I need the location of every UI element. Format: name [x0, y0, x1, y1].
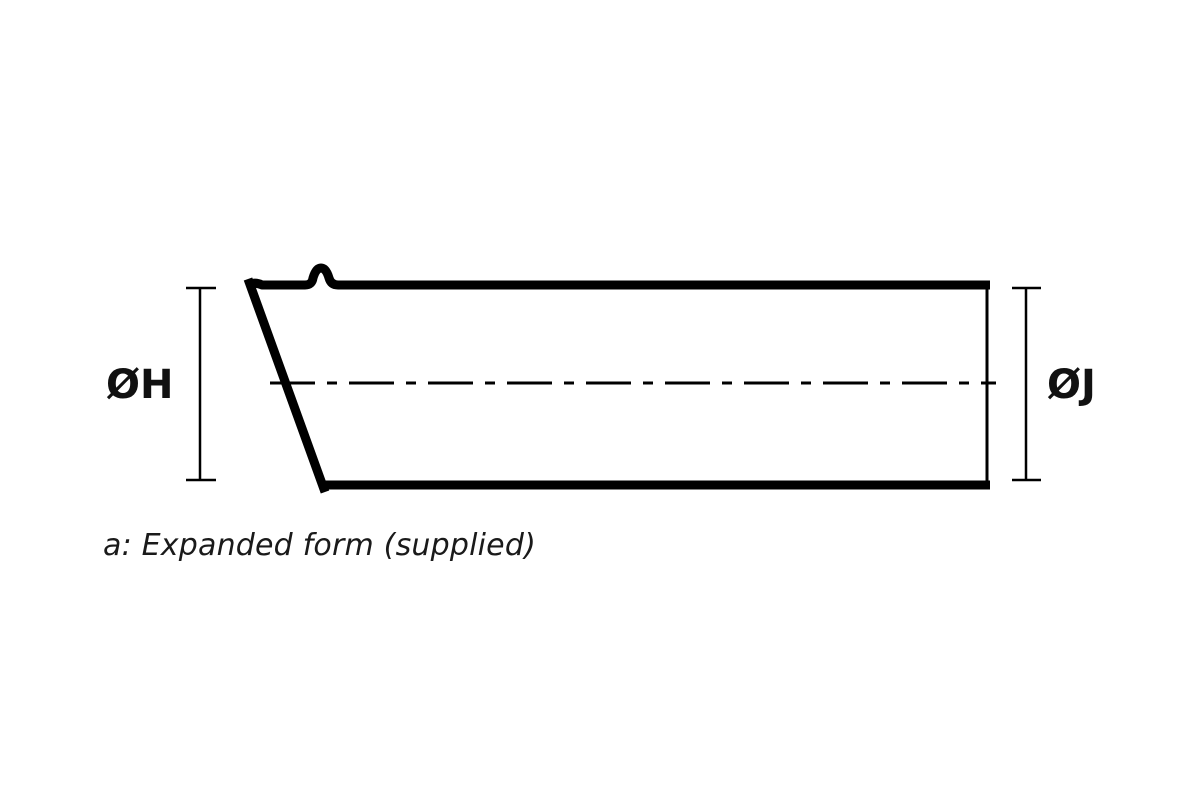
dimension-h: [186, 286, 216, 482]
tube-outline: [243, 263, 990, 494]
diameter-h-label: ØH: [106, 362, 174, 408]
diameter-j-label: ØJ: [1047, 362, 1096, 408]
dimension-j: [1012, 286, 1041, 482]
figure-caption: a: Expanded form (supplied): [103, 528, 536, 563]
tube-top-edge: [248, 263, 990, 290]
tube-cut-edge: [243, 277, 330, 494]
